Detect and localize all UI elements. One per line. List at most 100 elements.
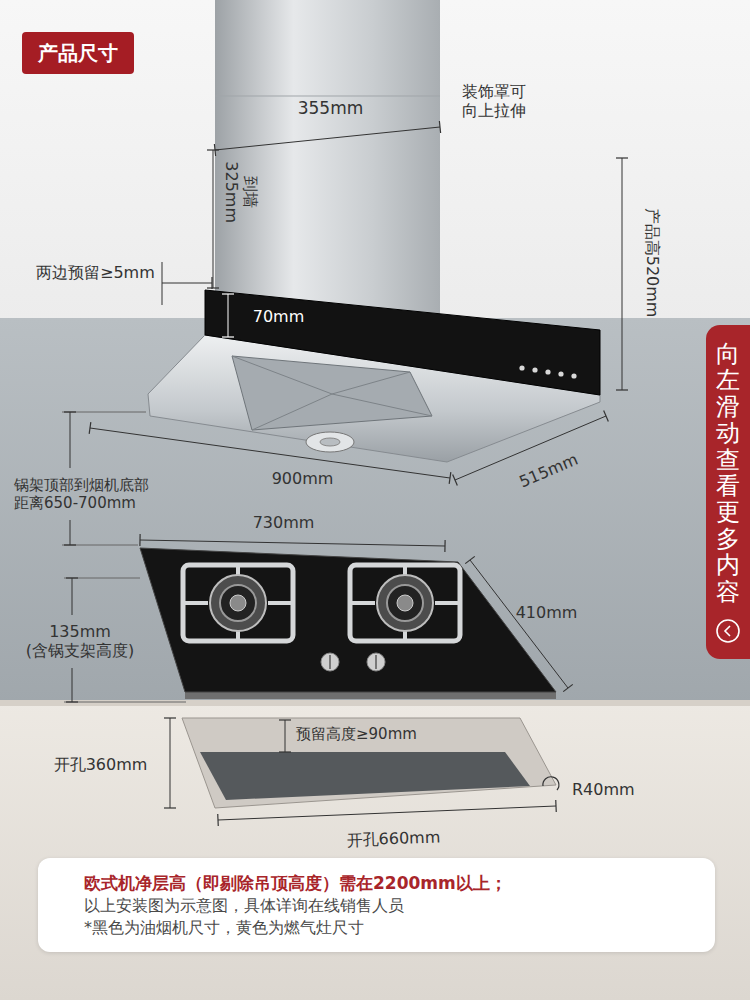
hood-button: [571, 373, 576, 378]
countertop-cutout: [182, 718, 556, 808]
dimension-line: [70, 520, 71, 545]
dimension-tick: [279, 719, 291, 720]
pan-support-arm: [350, 601, 375, 605]
dimension-tick: [207, 287, 219, 288]
control-knob: [367, 653, 385, 671]
countertop: [0, 700, 750, 1000]
dimension-tick: [66, 577, 78, 578]
dimension-tick: [139, 534, 140, 546]
section-title: 产品尺寸: [22, 32, 134, 74]
dimension-line: [162, 283, 212, 284]
dimension-line: [622, 158, 623, 390]
burner-center: [230, 595, 246, 611]
dimension-line: [470, 560, 568, 688]
dimension-tick: [465, 556, 475, 563]
slide-hint-tab: 向左滑动查看更多内容: [706, 325, 750, 659]
dimension-tick: [66, 701, 78, 702]
dimension-tick: [604, 410, 609, 421]
dimension-label: 355mm: [296, 98, 365, 118]
dimension-label: 产品高520mm: [643, 206, 662, 319]
slide-icon: [714, 617, 742, 645]
dimension-label: 135mm (含锅支架高度): [24, 622, 136, 660]
filter-ridge: [252, 394, 332, 430]
dimension-label: 410mm: [514, 603, 579, 622]
dimension-tick: [444, 540, 445, 552]
dimension-label: 开孔660mm: [345, 827, 443, 850]
filter-ridge: [332, 372, 410, 394]
note-text: 以上安装图为示意图，具体详询在线销售人员: [84, 895, 669, 917]
height-guide: [64, 578, 140, 579]
pan-support: [183, 565, 293, 641]
burner-cap: [387, 585, 423, 621]
dimension-label: 730mm: [251, 513, 316, 532]
dimension-tick: [64, 544, 76, 545]
dimension-label: 两边预留≥5mm: [36, 263, 158, 282]
stove-glass: [140, 548, 556, 692]
pan-support-arm: [236, 631, 240, 641]
dimension-label: 开孔360mm: [52, 755, 149, 774]
dimension-line: [215, 127, 440, 150]
knob-grip: [375, 655, 377, 669]
dimension-line: [72, 578, 73, 615]
hood-filter: [232, 356, 432, 430]
burner-ring: [210, 575, 266, 631]
slide-icon-chevron: [725, 626, 730, 636]
pan-support-arm: [236, 565, 240, 575]
chimney-seam: [215, 96, 440, 97]
dimension-line: [213, 150, 214, 288]
hood-button: [558, 371, 563, 376]
dimension-line: [228, 294, 229, 337]
pan-support-arm: [435, 601, 460, 605]
control-knob: [321, 653, 339, 671]
dimension-tick: [439, 121, 440, 133]
dimension-line: [285, 720, 286, 752]
dimension-tick: [217, 814, 219, 826]
dimension-tick: [89, 422, 91, 434]
burner-center: [397, 595, 413, 611]
note-heading: 欧式机净层高（即剔除吊顶高度）需在2200mm以上；: [84, 872, 669, 895]
dimension-tick: [563, 684, 573, 691]
burner-cap: [220, 585, 256, 621]
pan-support-arm: [268, 601, 293, 605]
pan-support-arm: [403, 565, 407, 575]
dimension-line: [140, 540, 445, 546]
dimension-tick: [222, 293, 234, 294]
dimension-tick: [449, 472, 451, 484]
hood-button: [532, 367, 537, 372]
hood-button: [519, 365, 524, 370]
dimension-tick: [616, 389, 628, 390]
cutout-depth: [200, 752, 530, 800]
dimension-label: 预留高度≥90mm: [296, 725, 420, 743]
filter-ridge: [232, 356, 332, 394]
oil-cup: [306, 432, 354, 452]
slide-hint-text: 向左滑动查看更多内容: [716, 341, 740, 605]
knob-grip: [329, 655, 331, 669]
dimension-tick: [207, 149, 219, 150]
burner-ring: [377, 575, 433, 631]
dimension-label: 装饰罩可 向上拉伸: [462, 82, 529, 120]
countertop-edge: [0, 700, 750, 706]
dimension-label: 到墙 325mm: [221, 160, 259, 225]
dimension-tick: [211, 277, 212, 289]
dimension-label: 锅架顶部到烟机底部 距离650-700mm: [14, 476, 152, 512]
dimension-tick: [164, 717, 176, 718]
dimension-tick: [453, 474, 458, 485]
height-guide: [64, 702, 186, 703]
chimney-cover: [215, 0, 440, 336]
height-guide: [62, 412, 146, 413]
pan-support: [350, 565, 460, 641]
dimension-label: R40mm: [572, 780, 638, 799]
dimension-tick: [164, 807, 176, 808]
dimension-tick: [64, 411, 76, 412]
dimension-tick: [222, 336, 234, 337]
dimension-line: [90, 428, 450, 478]
filter-ridge: [332, 394, 432, 416]
backsplash-wall: [0, 318, 750, 704]
height-guide: [62, 545, 138, 546]
dimension-tick: [279, 751, 291, 752]
dimension-line: [218, 806, 556, 820]
dimension-label: 900mm: [270, 469, 335, 488]
dimension-tick: [616, 157, 628, 158]
dimension-line: [70, 412, 71, 468]
